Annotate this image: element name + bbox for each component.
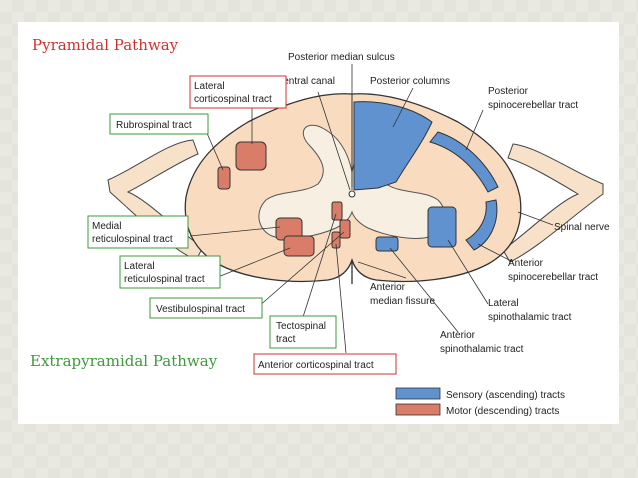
label-posterior-spinocerebellar-1: Posterior (488, 86, 529, 97)
lateral-spinothalamic-tract (427, 206, 457, 248)
label-anterior-median-fissure-2: median fissure (370, 296, 435, 307)
legend-sensory-swatch (395, 387, 441, 400)
label-anterior-spinocerebellar-2: spinocerebellar tract (508, 272, 598, 283)
spinal-cord-diagram: Pyramidal Pathway Extrapyramidal Pathway (30, 36, 610, 417)
box-rubrospinal (109, 113, 209, 135)
label-rubrospinal: Rubrospinal tract (116, 120, 192, 131)
label-spinal-nerve: Spinal nerve (554, 222, 610, 233)
label-medial-reticulospinal-1: Medial (92, 221, 121, 232)
label-anterior-median-fissure-1: Anterior (370, 282, 406, 293)
rubrospinal-tract (217, 166, 231, 190)
label-medial-reticulospinal-2: reticulospinal tract (92, 234, 173, 245)
legend-sensory-label: Sensory (ascending) tracts (446, 390, 565, 401)
lateral-corticospinal-tract (235, 141, 267, 171)
box-lateral-reticulospinal (119, 255, 221, 289)
vestibulospinal-tract (339, 219, 351, 239)
label-posterior-spinocerebellar-2: spinocerebellar tract (488, 100, 578, 111)
box-anterior-corticospinal (253, 353, 397, 375)
label-anterior-spinothalamic-1: Anterior (440, 330, 476, 341)
tectospinal-tract (331, 201, 343, 221)
label-tectospinal-1: Tectospinal (276, 321, 326, 332)
legend-motor-label: Motor (descending) tracts (446, 406, 559, 417)
label-anterior-spinothalamic-2: spinothalamic tract (440, 344, 524, 355)
box-lateral-corticospinal (189, 75, 287, 109)
slide: Pyramidal Pathway Extrapyramidal Pathway (18, 22, 619, 424)
extrapyramidal-pathway-title: Extrapyramidal Pathway (30, 352, 218, 370)
label-lateral-spinothalamic-2: spinothalamic tract (488, 312, 572, 323)
right-spinal-nerve (502, 143, 604, 263)
lateral-reticulospinal-tract (283, 235, 315, 257)
label-central-canal: Central canal (276, 76, 335, 87)
label-posterior-median-sulcus: Posterior median sulcus (288, 52, 395, 63)
posterior-columns-tract (353, 101, 433, 191)
legend-motor-swatch (395, 403, 441, 416)
label-posterior-columns: Posterior columns (370, 76, 450, 87)
pyramidal-pathway-title: Pyramidal Pathway (32, 36, 179, 54)
posterior-spinocerebellar-tract (429, 131, 499, 193)
central-canal (348, 190, 356, 198)
box-tectospinal (269, 315, 337, 349)
label-lateral-spinothalamic-1: Lateral (488, 298, 519, 309)
label-tectospinal-2: tract (276, 334, 296, 345)
label-lateral-corticospinal-1: Lateral (194, 81, 225, 92)
box-vestibulospinal (149, 297, 263, 319)
label-vestibulospinal: Vestibulospinal tract (156, 304, 245, 315)
anterior-spinothalamic-tract (375, 236, 399, 252)
box-medial-reticulospinal (87, 215, 189, 249)
label-lateral-reticulospinal-2: reticulospinal tract (124, 274, 205, 285)
label-lateral-reticulospinal-1: Lateral (124, 261, 155, 272)
anterior-spinocerebellar-tract (465, 199, 498, 251)
label-lateral-corticospinal-2: corticospinal tract (194, 94, 272, 105)
label-anterior-spinocerebellar-1: Anterior (508, 258, 544, 269)
label-anterior-corticospinal: Anterior corticospinal tract (258, 360, 374, 371)
leader-lines (189, 64, 554, 354)
